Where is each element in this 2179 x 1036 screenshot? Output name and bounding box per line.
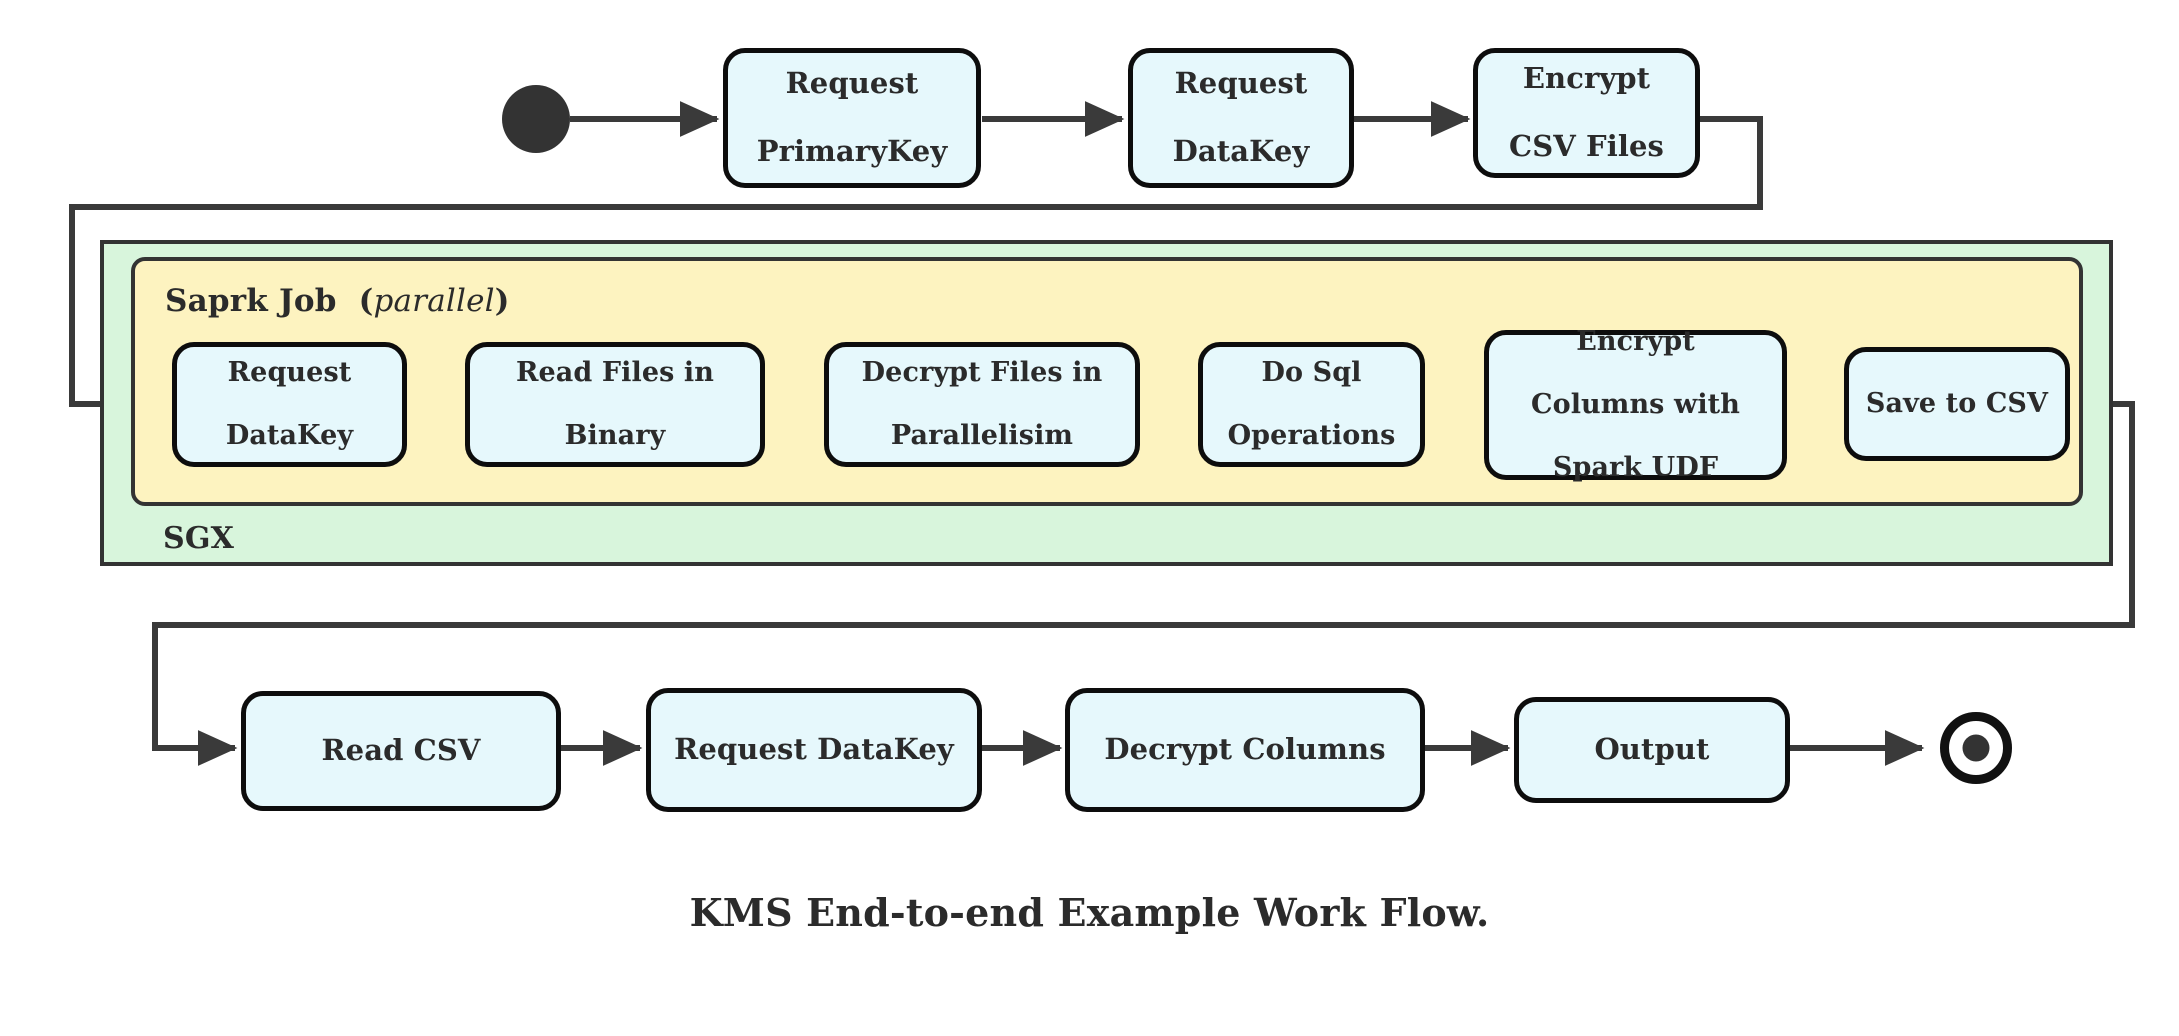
node-decrypt-files-parallel[interactable]: Decrypt Files in Parallelisim	[824, 342, 1140, 467]
node-label: Encrypt CSV Files	[1509, 61, 1664, 163]
node-do-sql-operations[interactable]: Do Sql Operations	[1198, 342, 1425, 467]
end-node	[1940, 712, 2012, 784]
node-label: Decrypt Files in Parallelisim	[861, 357, 1103, 452]
spark-lane-label-bold: Saprk Job	[165, 283, 337, 319]
node-label: Request PrimaryKey	[756, 66, 948, 168]
node-label: Read Files in Binary	[515, 357, 715, 452]
node-encrypt-csv-files[interactable]: Encrypt CSV Files	[1473, 48, 1700, 178]
spark-job-lane-label: Saprk Job (parallel)	[165, 283, 510, 319]
node-label: Output	[1594, 732, 1710, 767]
node-label: Request DataKey	[674, 732, 954, 767]
diagram-caption: KMS End-to-end Example Work Flow.	[689, 890, 1490, 935]
node-encrypt-columns-udf[interactable]: Encrypt Columns with Spark UDF	[1484, 326, 1787, 483]
spark-lane-paren-close: )	[494, 283, 510, 319]
node-label: Decrypt Columns	[1104, 732, 1386, 767]
node-read-csv[interactable]: Read CSV	[241, 691, 561, 811]
node-request-datakey-spark[interactable]: Request DataKey	[172, 342, 407, 467]
node-request-datakey-bottom[interactable]: Request DataKey	[646, 688, 982, 812]
node-label: Read CSV	[321, 733, 481, 768]
spark-lane-label-italic: parallel	[373, 283, 495, 319]
sgx-lane-label: SGX	[163, 521, 235, 556]
node-decrypt-columns[interactable]: Decrypt Columns	[1065, 688, 1425, 812]
node-save-to-csv[interactable]: Save to CSV	[1844, 347, 2070, 461]
node-output[interactable]: Output	[1514, 697, 1790, 803]
spark-lane-paren-open: (	[358, 283, 374, 319]
node-label: Encrypt Columns with Spark UDF	[1531, 326, 1740, 484]
node-label: Save to CSV	[1865, 388, 2049, 420]
start-node	[502, 85, 570, 153]
node-request-primarykey[interactable]: Request PrimaryKey	[723, 48, 981, 188]
node-label: Request DataKey	[225, 357, 354, 452]
node-read-files-in-binary[interactable]: Read Files in Binary	[465, 342, 765, 467]
node-label: Do Sql Operations	[1227, 357, 1396, 452]
node-label: Request DataKey	[1172, 66, 1310, 168]
node-request-datakey-top[interactable]: Request DataKey	[1128, 48, 1354, 188]
